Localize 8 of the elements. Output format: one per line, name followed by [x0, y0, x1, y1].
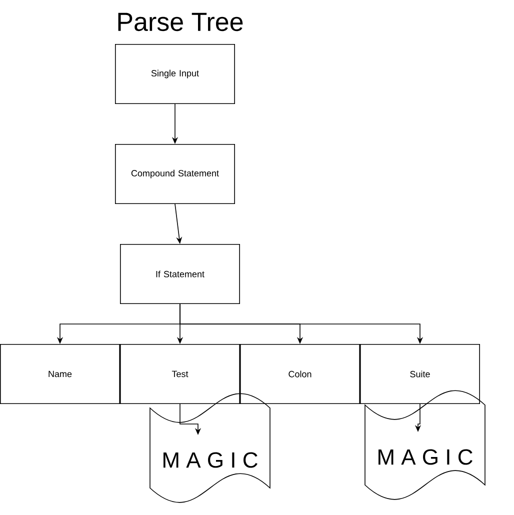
process-box: Single Input — [115, 44, 235, 104]
process-box: Name — [0, 344, 120, 404]
process-box: Suite — [360, 344, 480, 404]
process-box: Colon — [240, 344, 360, 404]
process-box: Compound Statement — [115, 144, 235, 204]
process-box: If Statement — [120, 244, 240, 304]
process-box: Test — [120, 344, 240, 404]
title: Parse Tree — [118, 12, 243, 32]
